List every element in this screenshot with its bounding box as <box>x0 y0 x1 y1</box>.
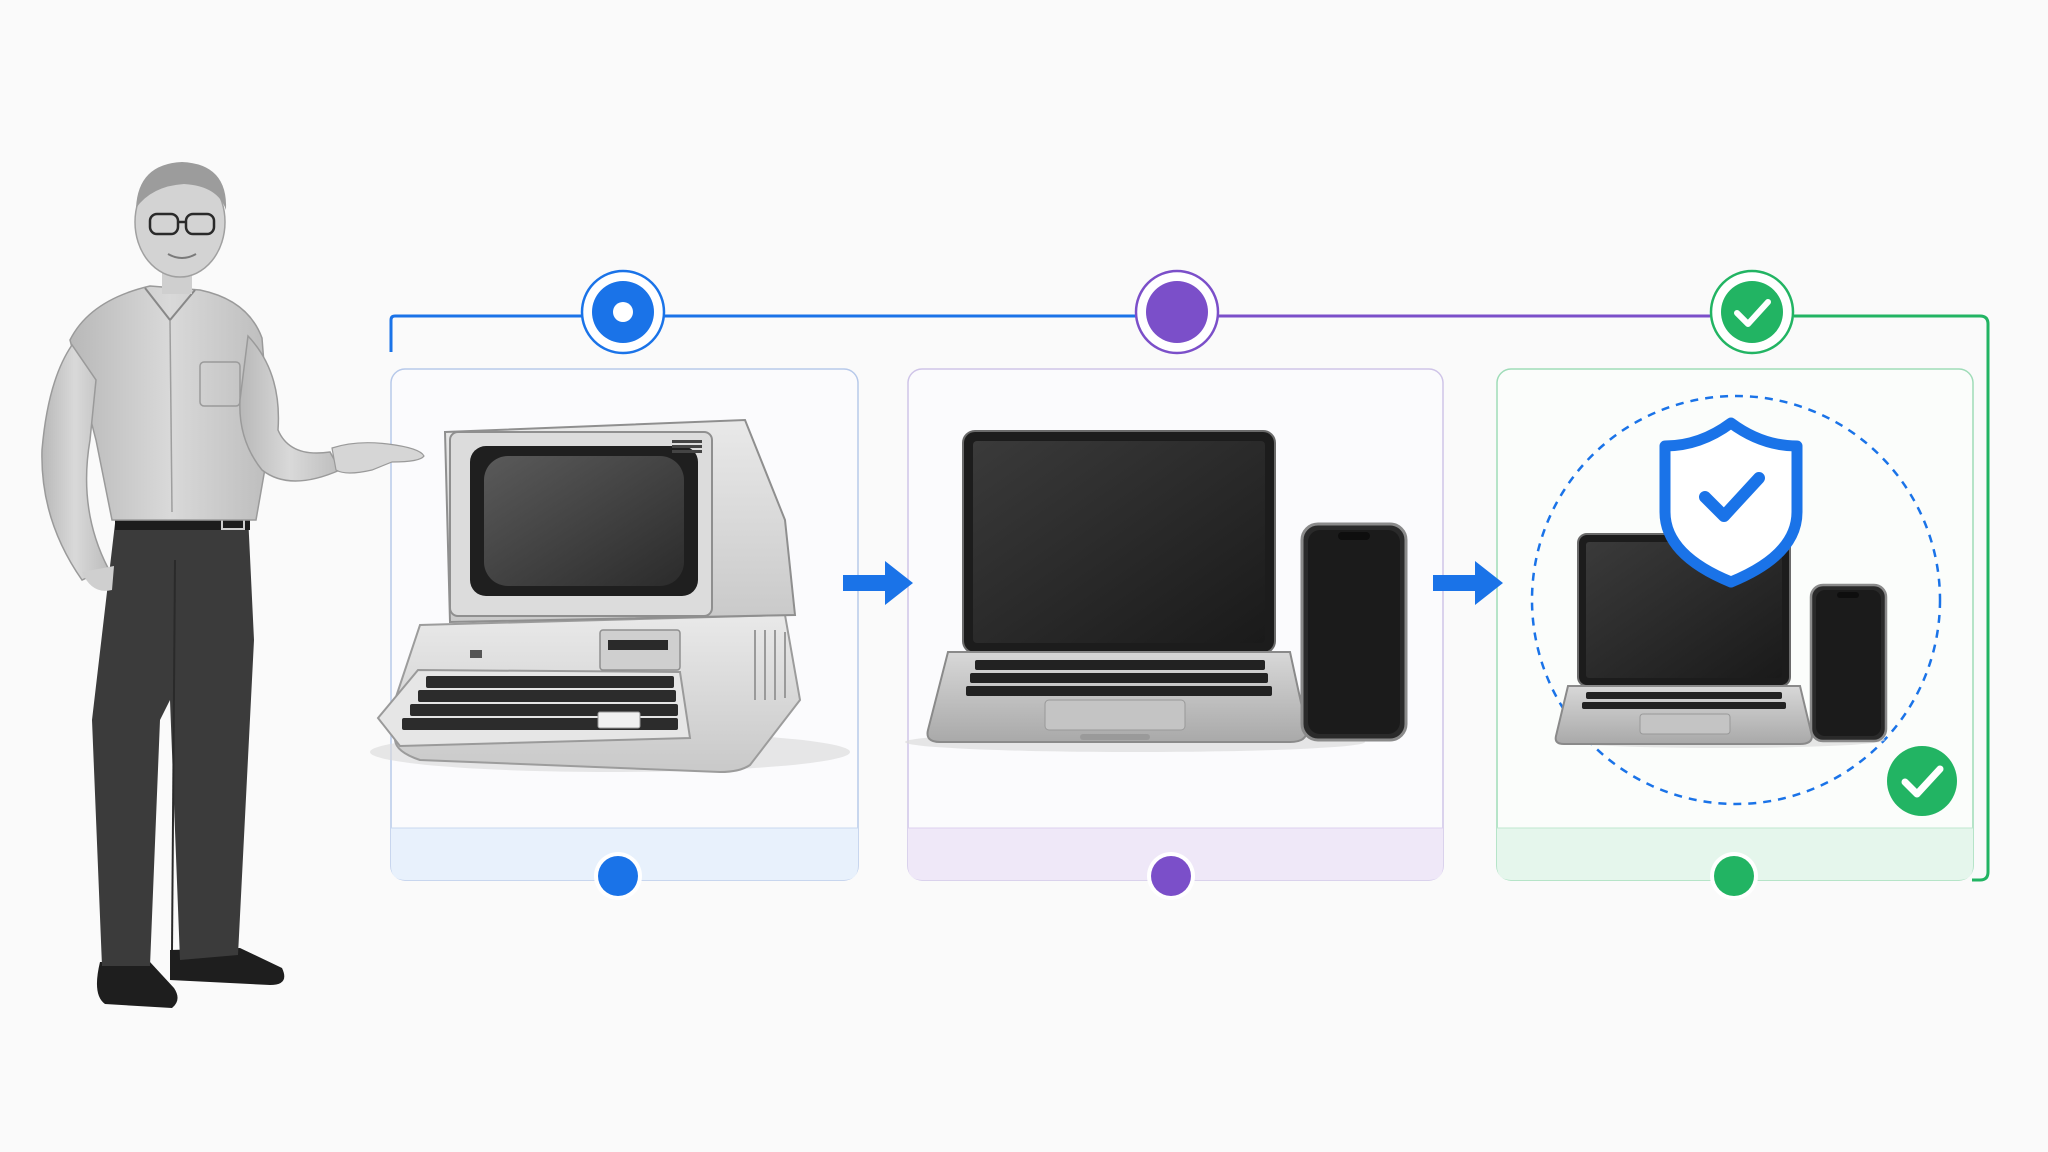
arrow-right-icon <box>843 561 913 605</box>
stage3-marker <box>1709 269 1795 355</box>
protection-ring <box>1530 394 1942 806</box>
top-connector-lines <box>389 314 1990 882</box>
stage1-bottom-marker <box>594 852 642 900</box>
vintage-desktop-computer <box>370 418 850 774</box>
radio-dot-icon <box>613 302 633 322</box>
arrow-right-icon <box>1433 561 1503 605</box>
stage2-marker <box>1134 269 1220 355</box>
laptop-and-smartphone <box>905 430 1408 752</box>
filled-circle-icon <box>1146 281 1208 343</box>
stage3-bottom-marker <box>1710 852 1758 900</box>
shield-check-icon <box>1659 417 1803 588</box>
check-icon <box>1734 299 1771 327</box>
connector-stage1 <box>389 314 582 352</box>
connector-stage3 <box>1794 314 1990 882</box>
laptop-keyboard <box>966 660 1272 696</box>
stage1-marker <box>580 269 666 355</box>
stage2-bottom-marker <box>1147 852 1195 900</box>
presenter-person <box>41 162 425 1008</box>
protected-laptop-and-smartphone <box>1530 394 1957 816</box>
check-badge-icon <box>1887 746 1957 816</box>
keyboard-keys <box>402 676 678 730</box>
